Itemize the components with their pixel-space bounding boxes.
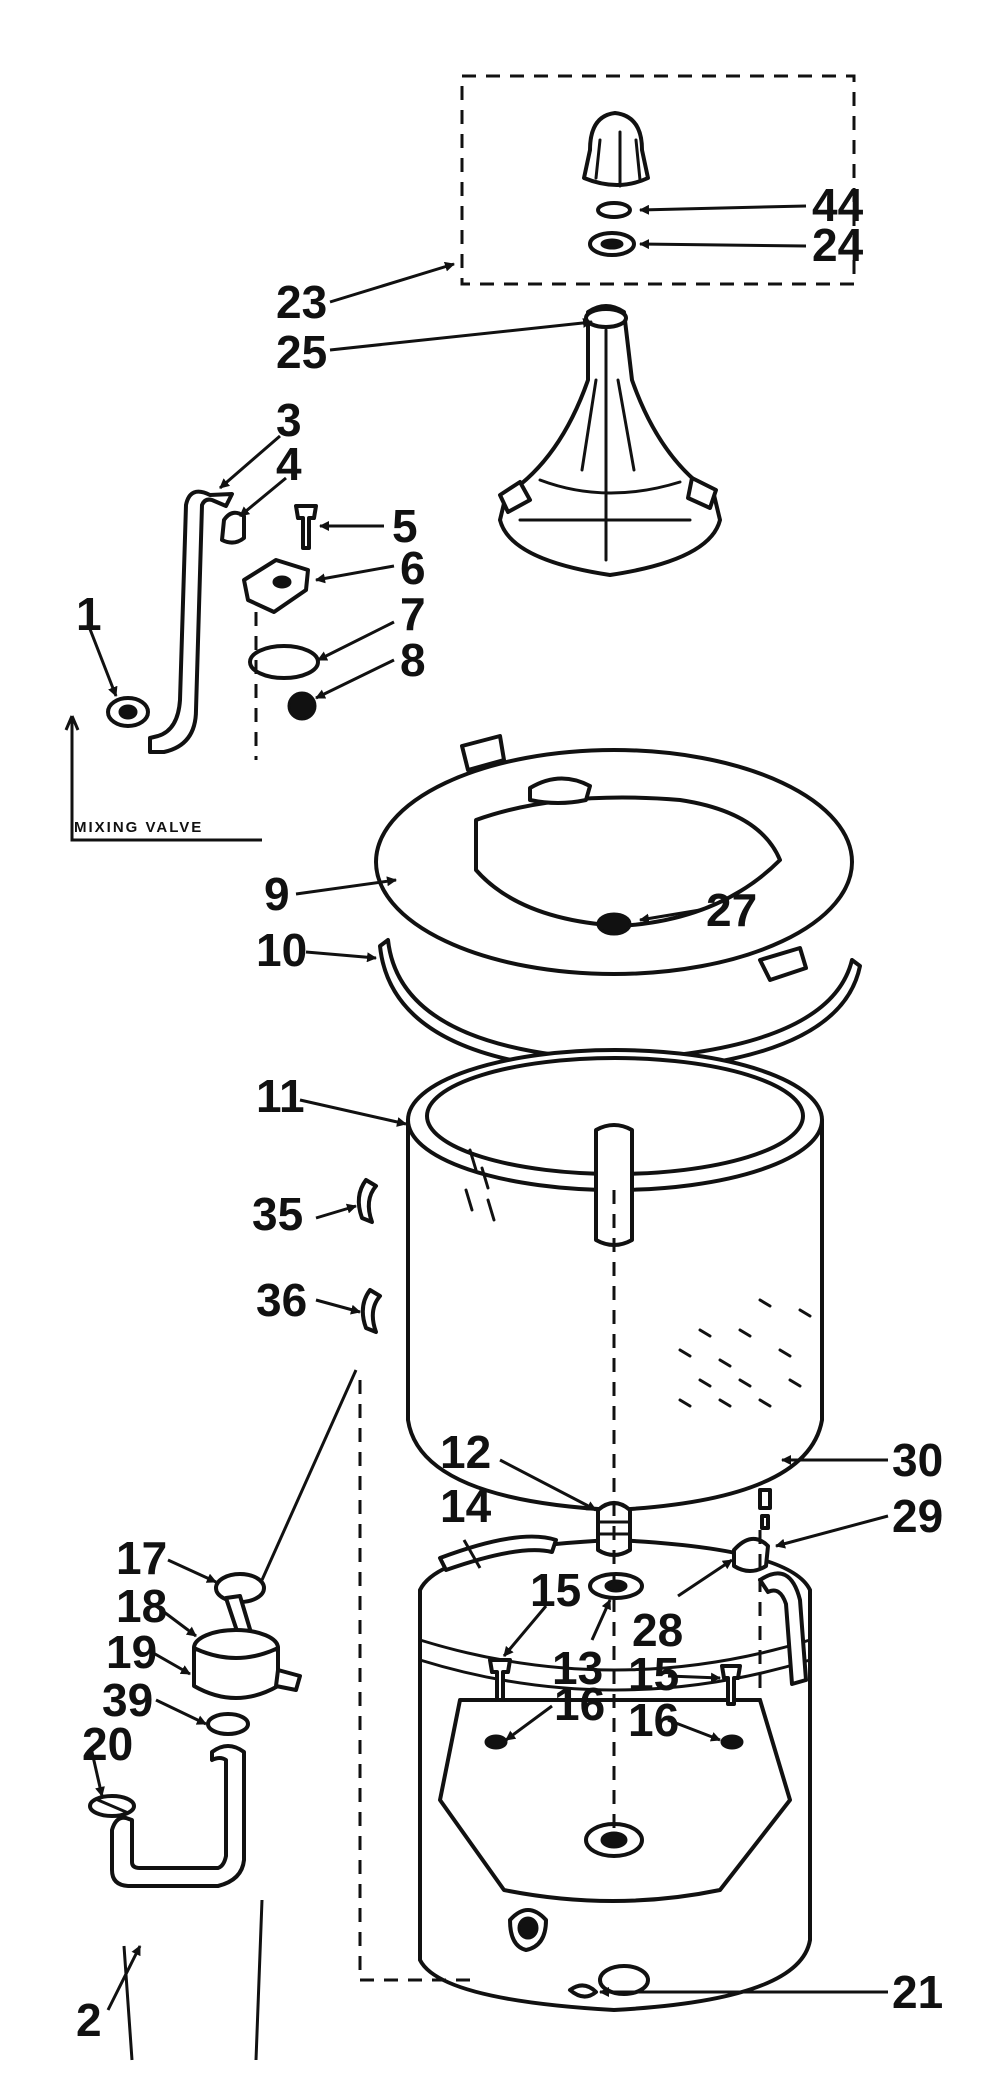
tub-ring-gasket-10 (378, 938, 862, 1074)
agitator-shaft (594, 1123, 634, 1247)
callout-7: 7 (400, 588, 426, 640)
callout-3: 3 (276, 394, 302, 446)
callout-14: 14 (440, 1480, 492, 1532)
callout-35: 35 (252, 1188, 303, 1240)
callout-15-right: 15 (628, 1648, 679, 1700)
agitator-cap (582, 111, 650, 187)
tub-cover (374, 734, 854, 982)
callout-1: 1 (76, 588, 102, 640)
callout-12: 12 (440, 1426, 491, 1478)
callout-25: 25 (276, 326, 327, 378)
callout-10: 10 (256, 924, 307, 976)
callout-29: 29 (892, 1490, 943, 1542)
callout-2: 2 (76, 1994, 102, 2046)
mixing-valve-caption: MIXING VALVE (74, 819, 203, 836)
callout-16-left: 16 (554, 1678, 605, 1730)
callout-36: 36 (256, 1274, 307, 1326)
callout-21: 21 (892, 1966, 943, 2018)
callout-16-right: 16 (628, 1694, 679, 1746)
bolt-15-left (488, 1658, 512, 1702)
pump-gasket-39 (206, 1712, 250, 1736)
bolt-15-right (720, 1664, 742, 1706)
pump-drain-assembly (88, 1369, 358, 2061)
callout-13: 13 (552, 1642, 603, 1694)
clip-35 (356, 1178, 378, 1224)
nut-16-left (484, 1734, 508, 1750)
callout-labels: 44 24 23 25 3 4 5 6 7 8 1 9 27 10 11 35 … (76, 179, 943, 2046)
callout-18: 18 (116, 1580, 167, 1632)
drain-hose-2 (110, 1744, 246, 1888)
pin-30 (758, 1488, 772, 1530)
cap-washer-44 (596, 201, 632, 219)
callout-39: 39 (102, 1674, 153, 1726)
tub-seal-strip-14 (438, 1534, 558, 1572)
hose-nozzle-4 (220, 510, 246, 545)
cover-tab (460, 734, 506, 772)
callout-19: 19 (106, 1626, 157, 1678)
callout-23: 23 (276, 276, 327, 328)
callout-28: 28 (632, 1604, 683, 1656)
callout-24: 24 (812, 219, 864, 271)
fill-hose (148, 489, 234, 754)
tub-bracket (758, 1571, 808, 1686)
bracket-gasket-7 (248, 644, 320, 680)
callout-11: 11 (256, 1070, 305, 1122)
clip-36 (360, 1288, 382, 1334)
agitator-cap-kit-group (460, 74, 856, 286)
callout-27: 27 (706, 884, 757, 936)
retainer-8 (287, 691, 317, 721)
screw-5 (294, 504, 318, 550)
callout-9: 9 (264, 868, 290, 920)
nut-16-right (720, 1734, 744, 1750)
cover-fastener-27 (596, 912, 632, 936)
callout-5: 5 (392, 500, 418, 552)
agitator (498, 304, 722, 577)
callout-4: 4 (276, 438, 302, 490)
callout-8: 8 (400, 634, 426, 686)
leader-lines (86, 204, 889, 2011)
callout-44: 44 (812, 179, 864, 231)
fitting-29 (732, 1537, 770, 1573)
callout-30: 30 (892, 1434, 943, 1486)
kit-dashed-box (460, 74, 856, 286)
callout-6: 6 (400, 542, 426, 594)
callout-20: 20 (82, 1718, 133, 1770)
clamp-21 (568, 1983, 598, 1999)
callout-15-left: 15 (530, 1564, 581, 1616)
fill-hose-assembly (64, 489, 320, 842)
outer-tub (358, 1190, 812, 2012)
callout-17: 17 (116, 1532, 167, 1584)
